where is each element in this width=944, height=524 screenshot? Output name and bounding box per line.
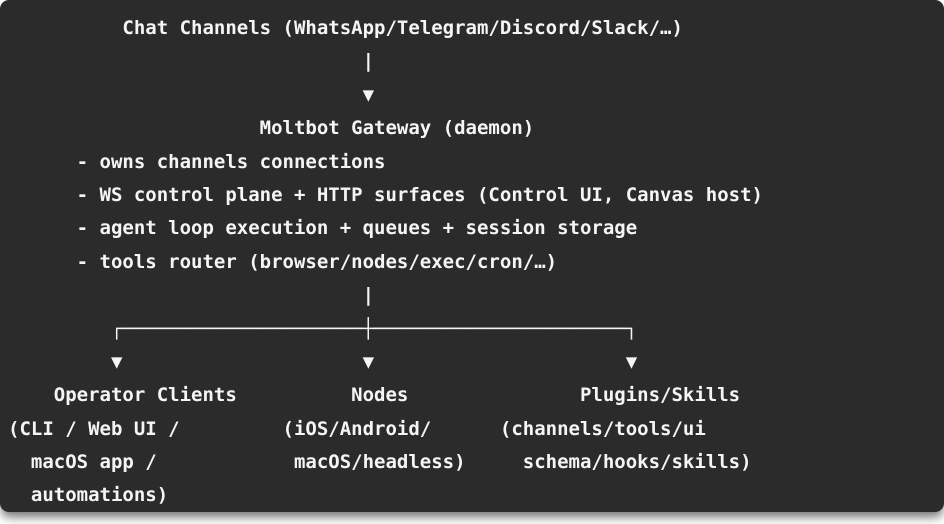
gateway-node-label: Moltbot Gateway (daemon) bbox=[8, 117, 535, 140]
architecture-diagram: Chat Channels (WhatsApp/Telegram/Discord… bbox=[8, 12, 944, 512]
branch-split-line: ┌─────────────────────┼─────────────────… bbox=[8, 317, 638, 340]
connector-top-arrow-icon: ▼ bbox=[8, 83, 375, 106]
branch-details-row-2: macOS app / macOS/headless) schema/hooks… bbox=[8, 451, 752, 474]
bullet-tools-router: - tools router (browser/nodes/exec/cron/… bbox=[8, 250, 558, 273]
branch-details-row-1: (CLI / Web UI / (iOS/Android/ (channels/… bbox=[8, 417, 706, 440]
ascii-architecture-code-block: Chat Channels (WhatsApp/Telegram/Discord… bbox=[0, 0, 944, 512]
chat-channels-node-label: Chat Channels (WhatsApp/Telegram/Discord… bbox=[8, 17, 683, 39]
bullet-agent-loop: - agent loop execution + queues + sessio… bbox=[8, 217, 638, 240]
bullet-control-plane: - WS control plane + HTTP surfaces (Cont… bbox=[8, 183, 763, 206]
connector-bottom-pipe: | bbox=[8, 284, 375, 307]
bullet-owns-channels: - owns channels connections bbox=[8, 150, 386, 173]
branch-titles-row: Operator Clients Nodes Plugins/Skills bbox=[8, 384, 741, 407]
branch-arrow-icons: ▼ ▼ ▼ bbox=[8, 350, 638, 373]
branch-details-row-3: automations) bbox=[8, 484, 169, 507]
connector-top-pipe: | bbox=[8, 50, 375, 73]
